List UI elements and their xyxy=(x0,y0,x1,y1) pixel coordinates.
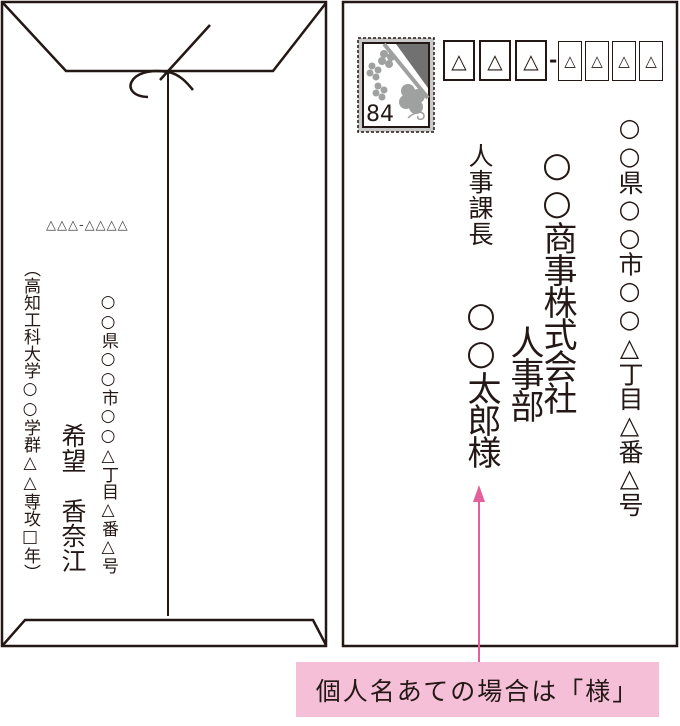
zip-digit: △ xyxy=(523,48,539,73)
recipient-department: 人事部 xyxy=(504,325,544,421)
zip-box-2: △ xyxy=(479,40,511,81)
stamp-value: 84 xyxy=(366,102,394,127)
recipient-name: ○○太郎様 xyxy=(461,295,501,467)
back-sender-address: ○○県○○市○○△丁目△番△号 xyxy=(98,292,118,574)
front-envelope-border xyxy=(341,0,679,648)
zip-box-3: △ xyxy=(515,40,547,81)
callout-note: 個人名あての場合は「様」 xyxy=(296,662,659,717)
zip-box-5: △ xyxy=(585,41,609,81)
zip-digit: △ xyxy=(487,48,503,73)
postage-stamp: 84 xyxy=(356,36,436,134)
zip-digit: △ xyxy=(645,52,657,70)
zip-digit: △ xyxy=(618,52,630,70)
zip-box-4: △ xyxy=(558,41,582,81)
back-envelope-top-flap xyxy=(2,2,327,73)
back-sender-zip: △△△-△△△△ xyxy=(46,218,129,233)
back-envelope-border xyxy=(0,0,328,648)
string-end xyxy=(159,24,211,81)
flower-stamp-icon xyxy=(357,37,435,133)
back-sender-name: 希望 香奈江 xyxy=(58,423,87,573)
zip-box-1: △ xyxy=(443,40,475,81)
back-envelope-bottom-flap xyxy=(2,618,328,646)
arrow-head-icon xyxy=(473,485,485,502)
string-loop xyxy=(129,69,194,99)
zip-separator: - xyxy=(549,48,558,72)
recipient-address: ○○県○○市○○△丁目△番△号 xyxy=(615,113,644,517)
recipient-title: 人事課長 xyxy=(465,143,494,247)
zip-box-6: △ xyxy=(612,41,636,81)
back-sender-affiliation: （高知工科大学○○学群△△専攻□年） xyxy=(20,260,40,581)
zip-box-7: △ xyxy=(639,41,663,81)
zip-digit: △ xyxy=(591,52,603,70)
zip-digit: △ xyxy=(451,48,467,73)
recipient-company: ○○商事株式会社 xyxy=(537,145,577,413)
zip-digit: △ xyxy=(564,52,576,70)
